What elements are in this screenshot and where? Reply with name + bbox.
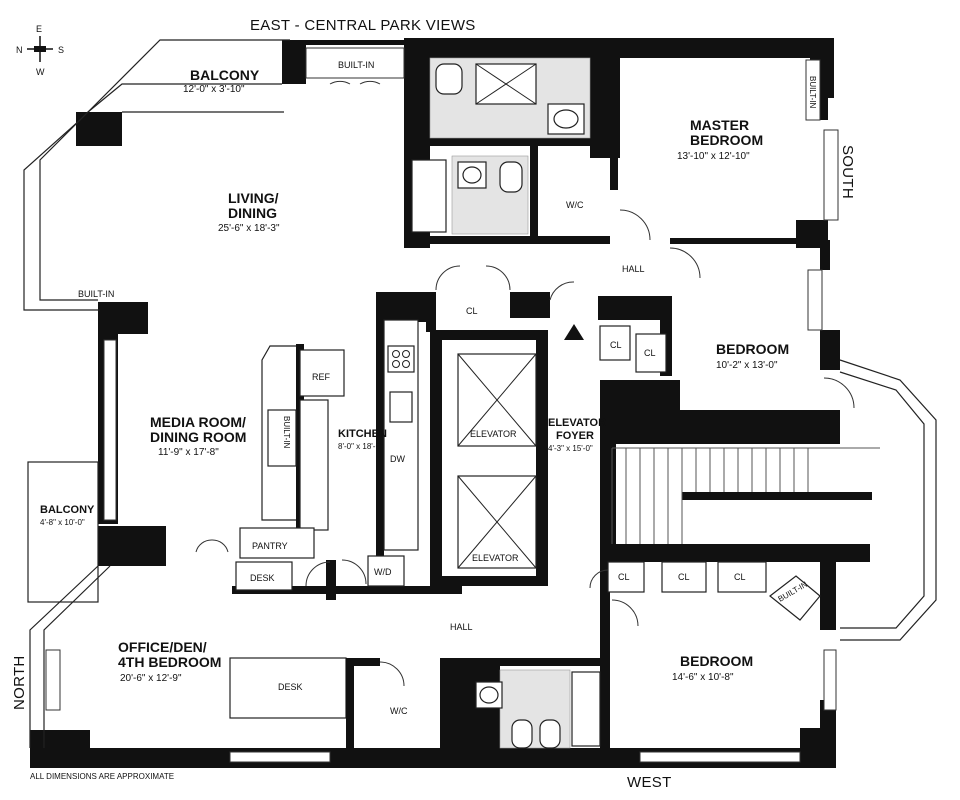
room-dims-bedroom-right: 10'-2" x 13'-0": [716, 360, 778, 371]
label-cl-e: CL: [678, 572, 690, 582]
label-builtin-left: BUILT-IN: [78, 289, 114, 299]
heading-south: South: [839, 145, 856, 199]
compass-rose: E N S W: [16, 24, 64, 77]
label-wic-office: W/C: [390, 706, 408, 716]
label-cl-d: CL: [618, 572, 630, 582]
office-fixtures: [229, 657, 354, 748]
master-bathroom: [411, 57, 591, 235]
room-name-living-1: Living/: [228, 190, 279, 206]
room-name-master-1: Master: [690, 117, 749, 133]
footnote: ALL DIMENSIONS ARE APPROXIMATE: [30, 772, 174, 781]
label-ref: REF: [312, 372, 331, 382]
label-cl-c: CL: [644, 348, 656, 358]
heading-east: East - Central Park Views: [250, 17, 476, 34]
room-name-foyer-2: Foyer: [556, 430, 594, 442]
label-cl-b: CL: [610, 340, 622, 350]
room-name-office-1: Office/Den/: [118, 639, 207, 655]
room-name-foyer-1: Elevator: [548, 417, 606, 429]
room-name-media-2: Dining Room: [150, 429, 246, 445]
room-dims-balcony-top: 12'-0" x 3'-10": [183, 84, 245, 95]
room-name-bedroom-bottom: Bedroom: [680, 653, 753, 669]
compass-s: S: [58, 45, 64, 55]
compass-w: W: [36, 67, 45, 77]
room-name-balcony-top: Balcony: [190, 67, 260, 83]
label-desk-small: DESK: [250, 573, 275, 583]
label-builtin-media: BUILT-IN: [282, 416, 291, 449]
label-dw: DW: [390, 454, 405, 464]
room-dims-balcony-left: 4'-8" x 10'-0": [40, 518, 85, 527]
room-dims-foyer: 4'-3" x 15'-0": [548, 444, 593, 453]
elevator-bank: [457, 324, 584, 569]
label-builtin-master: BUILT-IN: [808, 76, 817, 109]
label-wic-master: W/C: [566, 200, 584, 210]
heading-north: North: [11, 655, 28, 710]
balcony-left-outline: [27, 461, 111, 748]
walls: [30, 38, 872, 768]
label-hall-bottom: HALL: [450, 622, 473, 632]
heading-west: West: [627, 774, 672, 791]
label-builtin-top: BUILT-IN: [338, 60, 374, 70]
room-name-master-2: Bedroom: [690, 132, 763, 148]
closets-right: [599, 325, 821, 621]
room-dims-bedroom-bottom: 14'-6" x 10'-8": [672, 672, 734, 683]
label-elevator-2: ELEVATOR: [472, 553, 519, 563]
kitchen-fixtures: [235, 319, 419, 591]
room-dims-living: 25'-6" x 18'-3": [218, 223, 280, 234]
label-cl-a: CL: [466, 306, 478, 316]
label-cl-f: CL: [734, 572, 746, 582]
compass-n: N: [16, 45, 23, 55]
lower-bathroom: [475, 669, 601, 749]
label-pantry: PANTRY: [252, 541, 288, 551]
media-builtin: [261, 345, 297, 521]
room-dims-kitchen: 8'-0" x 18'-6": [338, 442, 383, 451]
label-hall-top: HALL: [622, 264, 645, 274]
label-desk-office: DESK: [278, 682, 303, 692]
compass-e: E: [36, 24, 42, 34]
door-swings: [195, 80, 855, 687]
label-elevator-1: ELEVATOR: [470, 429, 517, 439]
room-name-office-2: 4th Bedroom: [118, 654, 221, 670]
label-wd: W/D: [374, 567, 392, 577]
windows: [45, 47, 839, 763]
room-name-living-2: Dining: [228, 205, 277, 221]
room-name-media-1: Media Room/: [150, 414, 246, 430]
room-dims-media: 11'-9" x 17'-8": [158, 447, 219, 458]
room-dims-master: 13'-10" x 12'-10": [677, 151, 750, 162]
balcony-top-outline: [23, 39, 290, 311]
bay-window-right: [611, 359, 937, 641]
room-name-kitchen: Kitchen: [338, 428, 387, 440]
room-name-bedroom-right: Bedroom: [716, 341, 789, 357]
room-dims-office: 20'-6" x 12'-9": [120, 673, 182, 684]
room-name-balcony-left: Balcony: [40, 504, 95, 516]
